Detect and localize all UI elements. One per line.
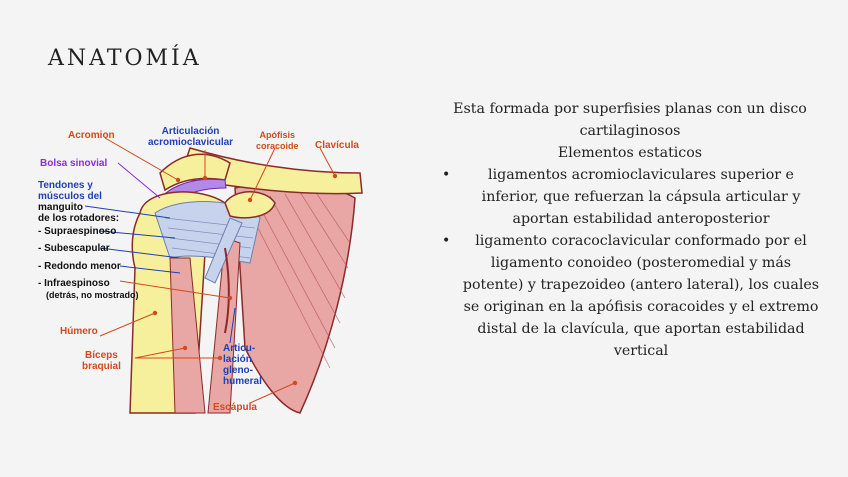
label-acromion: Acromion bbox=[68, 130, 115, 141]
label-tendones-musculos: Tendones y músculos del bbox=[38, 180, 102, 202]
bullet-list: •ligamentos acromioclaviculares superior… bbox=[440, 164, 820, 362]
label-articulacion-glenohumeral: Articu- lación gleno- humeral bbox=[223, 343, 262, 387]
label-redondo-menor: - Redondo menor bbox=[38, 261, 121, 272]
subtitle-elementos-estaticos: Elementos estaticos bbox=[557, 145, 703, 161]
label-infraespinoso: - Infraespinoso bbox=[38, 278, 110, 289]
label-detras-no-mostrado: (detrás, no mostrado) bbox=[46, 290, 139, 300]
bullet-icon: • bbox=[442, 167, 451, 183]
label-articulacion-acromioclavicular: Articulación acromioclavicular bbox=[148, 126, 234, 148]
shoulder-anatomy-drawing bbox=[84, 137, 363, 414]
label-manguito-rotadores: manguito de los rotadores: bbox=[38, 202, 120, 224]
bullet-item: •ligamento coracoclavicular conformado p… bbox=[440, 230, 820, 362]
shoulder-anatomy-figure: Acromion Articulación acromioclavicular … bbox=[30, 118, 390, 418]
label-bolsa-sinovial: Bolsa sinovial bbox=[40, 158, 108, 169]
label-humero: Húmero bbox=[60, 326, 98, 337]
label-apofisis-coracoide: Apófisis coracoide bbox=[256, 130, 299, 151]
slide-title: ANATOMÍA bbox=[48, 46, 202, 71]
bullet-icon: • bbox=[442, 233, 451, 249]
label-clavicula: Clavícula bbox=[315, 140, 359, 151]
label-supraespinoso: - Supraespinoso bbox=[38, 226, 117, 237]
description-text: Esta formada por superfisies planas con … bbox=[440, 98, 820, 362]
label-biceps-braquial: Bíceps braquial bbox=[82, 350, 121, 372]
label-subescapular: - Subescapular bbox=[38, 243, 110, 254]
bullet-item: •ligamentos acromioclaviculares superior… bbox=[440, 164, 820, 230]
label-escapula: Escápula bbox=[213, 402, 257, 413]
intro-paragraph: Esta formada por superfisies planas con … bbox=[453, 101, 807, 139]
